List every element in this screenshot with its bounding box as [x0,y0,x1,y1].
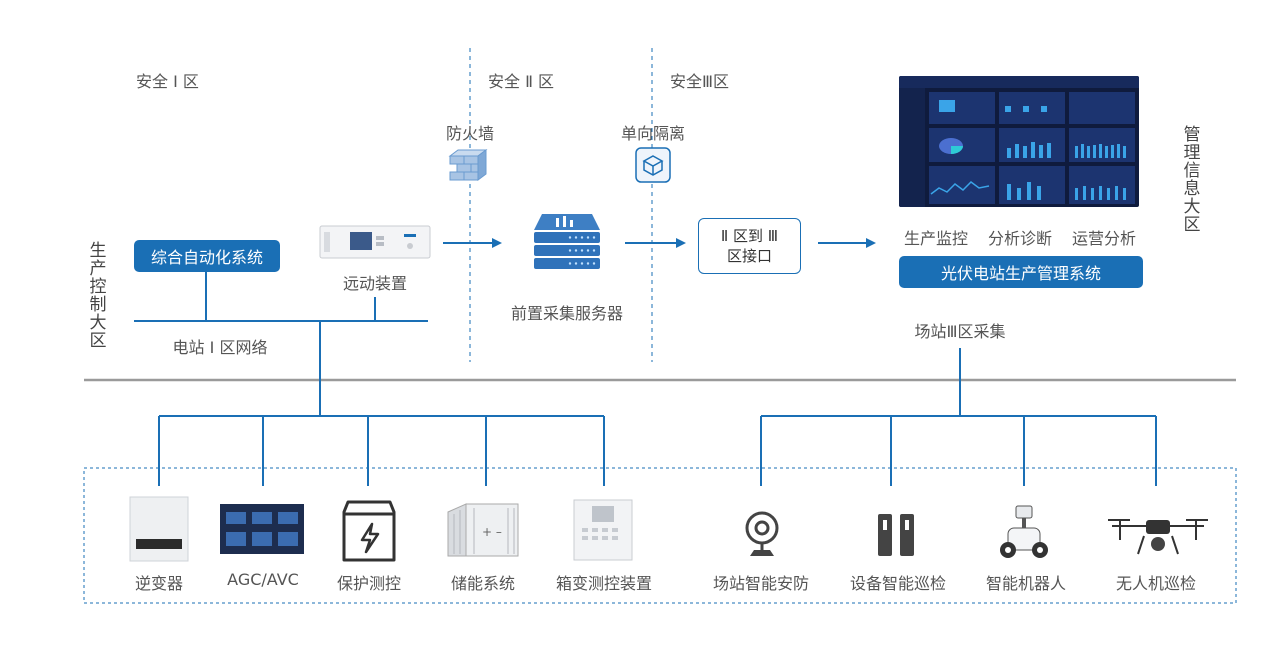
zone-interface-line1: Ⅱ 区到 Ⅲ [720,227,779,245]
telecontrol-label: 远动装置 [342,274,407,293]
device-label-agc: AGC/AVC [227,570,299,589]
pv-system-box: 光伏电站生产管理系统 [899,256,1143,288]
func-analysis-diagnosis: 分析诊断 [987,229,1052,248]
device-label-drone: 无人机巡检 [1115,574,1196,593]
device-label-box-transformer: 箱变测控装置 [555,574,652,593]
production-area-label: 生产控制大区 [89,241,107,351]
isolation-label: 单向隔离 [620,124,685,143]
zone-interface-box: Ⅱ 区到 Ⅲ 区接口 [698,218,801,274]
auto-system-box: 综合自动化系统 [134,240,280,272]
collect-zone3-label: 场站Ⅲ区采集 [914,322,1006,341]
zone-interface-line2: 区接口 [726,247,772,265]
func-production-monitor: 生产监控 [903,229,968,248]
zone-3-label: 安全Ⅲ区 [670,72,730,91]
management-area-label: 管理信息大区 [1183,125,1201,235]
device-label-protection: 保护测控 [336,574,401,593]
device-label-storage: 储能系统 [450,574,515,593]
frontend-server-label: 前置采集服务器 [510,304,623,323]
device-label-inverter: 逆变器 [134,574,183,593]
device-label-inspection: 设备智能巡检 [849,574,946,593]
firewall-label: 防火墙 [445,124,494,143]
dashboard-preview [899,76,1139,207]
zone-2-label: 安全 Ⅱ 区 [488,72,555,91]
func-operation-analysis: 运营分析 [1071,229,1136,248]
network-1-label: 电站 Ⅰ 区网络 [172,338,268,357]
device-label-robot: 智能机器人 [985,574,1066,593]
device-area-border [83,467,1237,604]
device-label-security: 场站智能安防 [712,574,809,593]
zone-1-label: 安全 Ⅰ 区 [136,72,199,91]
